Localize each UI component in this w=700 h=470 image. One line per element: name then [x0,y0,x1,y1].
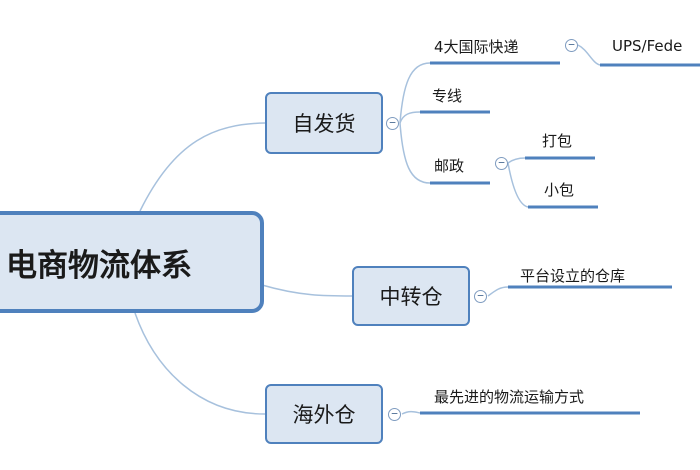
connector-zhong-leaf [487,286,509,297]
connector-postal-xiaobao [507,162,529,208]
leaf-advanced-shipping[interactable]: 最先进的物流运输方式 [434,388,585,406]
connector-intl-ups [577,44,601,66]
collapse-toggle-transit[interactable]: − [474,290,487,303]
collapse-toggle-overseas[interactable]: − [388,408,401,421]
connector-zifa-dedicated [399,111,421,124]
leaf-postal[interactable]: 邮政 [434,157,465,175]
node-overseas-label: 海外仓 [292,403,356,427]
leaf-ups-fedex[interactable]: UPS/Fede [612,37,683,55]
node-self-ship[interactable]: 自发货 [265,92,383,154]
connector-postal-dabao [507,157,526,164]
node-overseas-warehouse[interactable]: 海外仓 [265,384,383,444]
node-self-ship-label: 自发货 [292,112,356,136]
node-transit-label: 中转仓 [379,285,443,309]
root-node[interactable]: 电商物流体系 [0,211,264,313]
leaf-dedicated-line[interactable]: 专线 [432,87,463,105]
connector-root-hai [134,312,266,415]
connector-hai-leaf [401,410,421,415]
connector-zifa-postal [399,122,431,184]
connector-zifa-intl [399,62,431,124]
leaf-packing[interactable]: 打包 [542,132,573,150]
node-transit-warehouse[interactable]: 中转仓 [352,266,470,326]
connector-root-zhong [261,284,353,297]
leaf-platform-warehouse[interactable]: 平台设立的仓库 [520,267,626,285]
connector-root-zifa [139,122,266,212]
collapse-toggle-self-ship[interactable]: − [386,117,399,130]
collapse-toggle-postal[interactable]: − [495,157,508,170]
leaf-intl-express[interactable]: 4大国际快递 [434,38,519,56]
root-label: 电商物流体系 [6,247,192,284]
collapse-toggle-intl-express[interactable]: − [565,39,578,52]
leaf-small-parcel[interactable]: 小包 [544,181,575,199]
